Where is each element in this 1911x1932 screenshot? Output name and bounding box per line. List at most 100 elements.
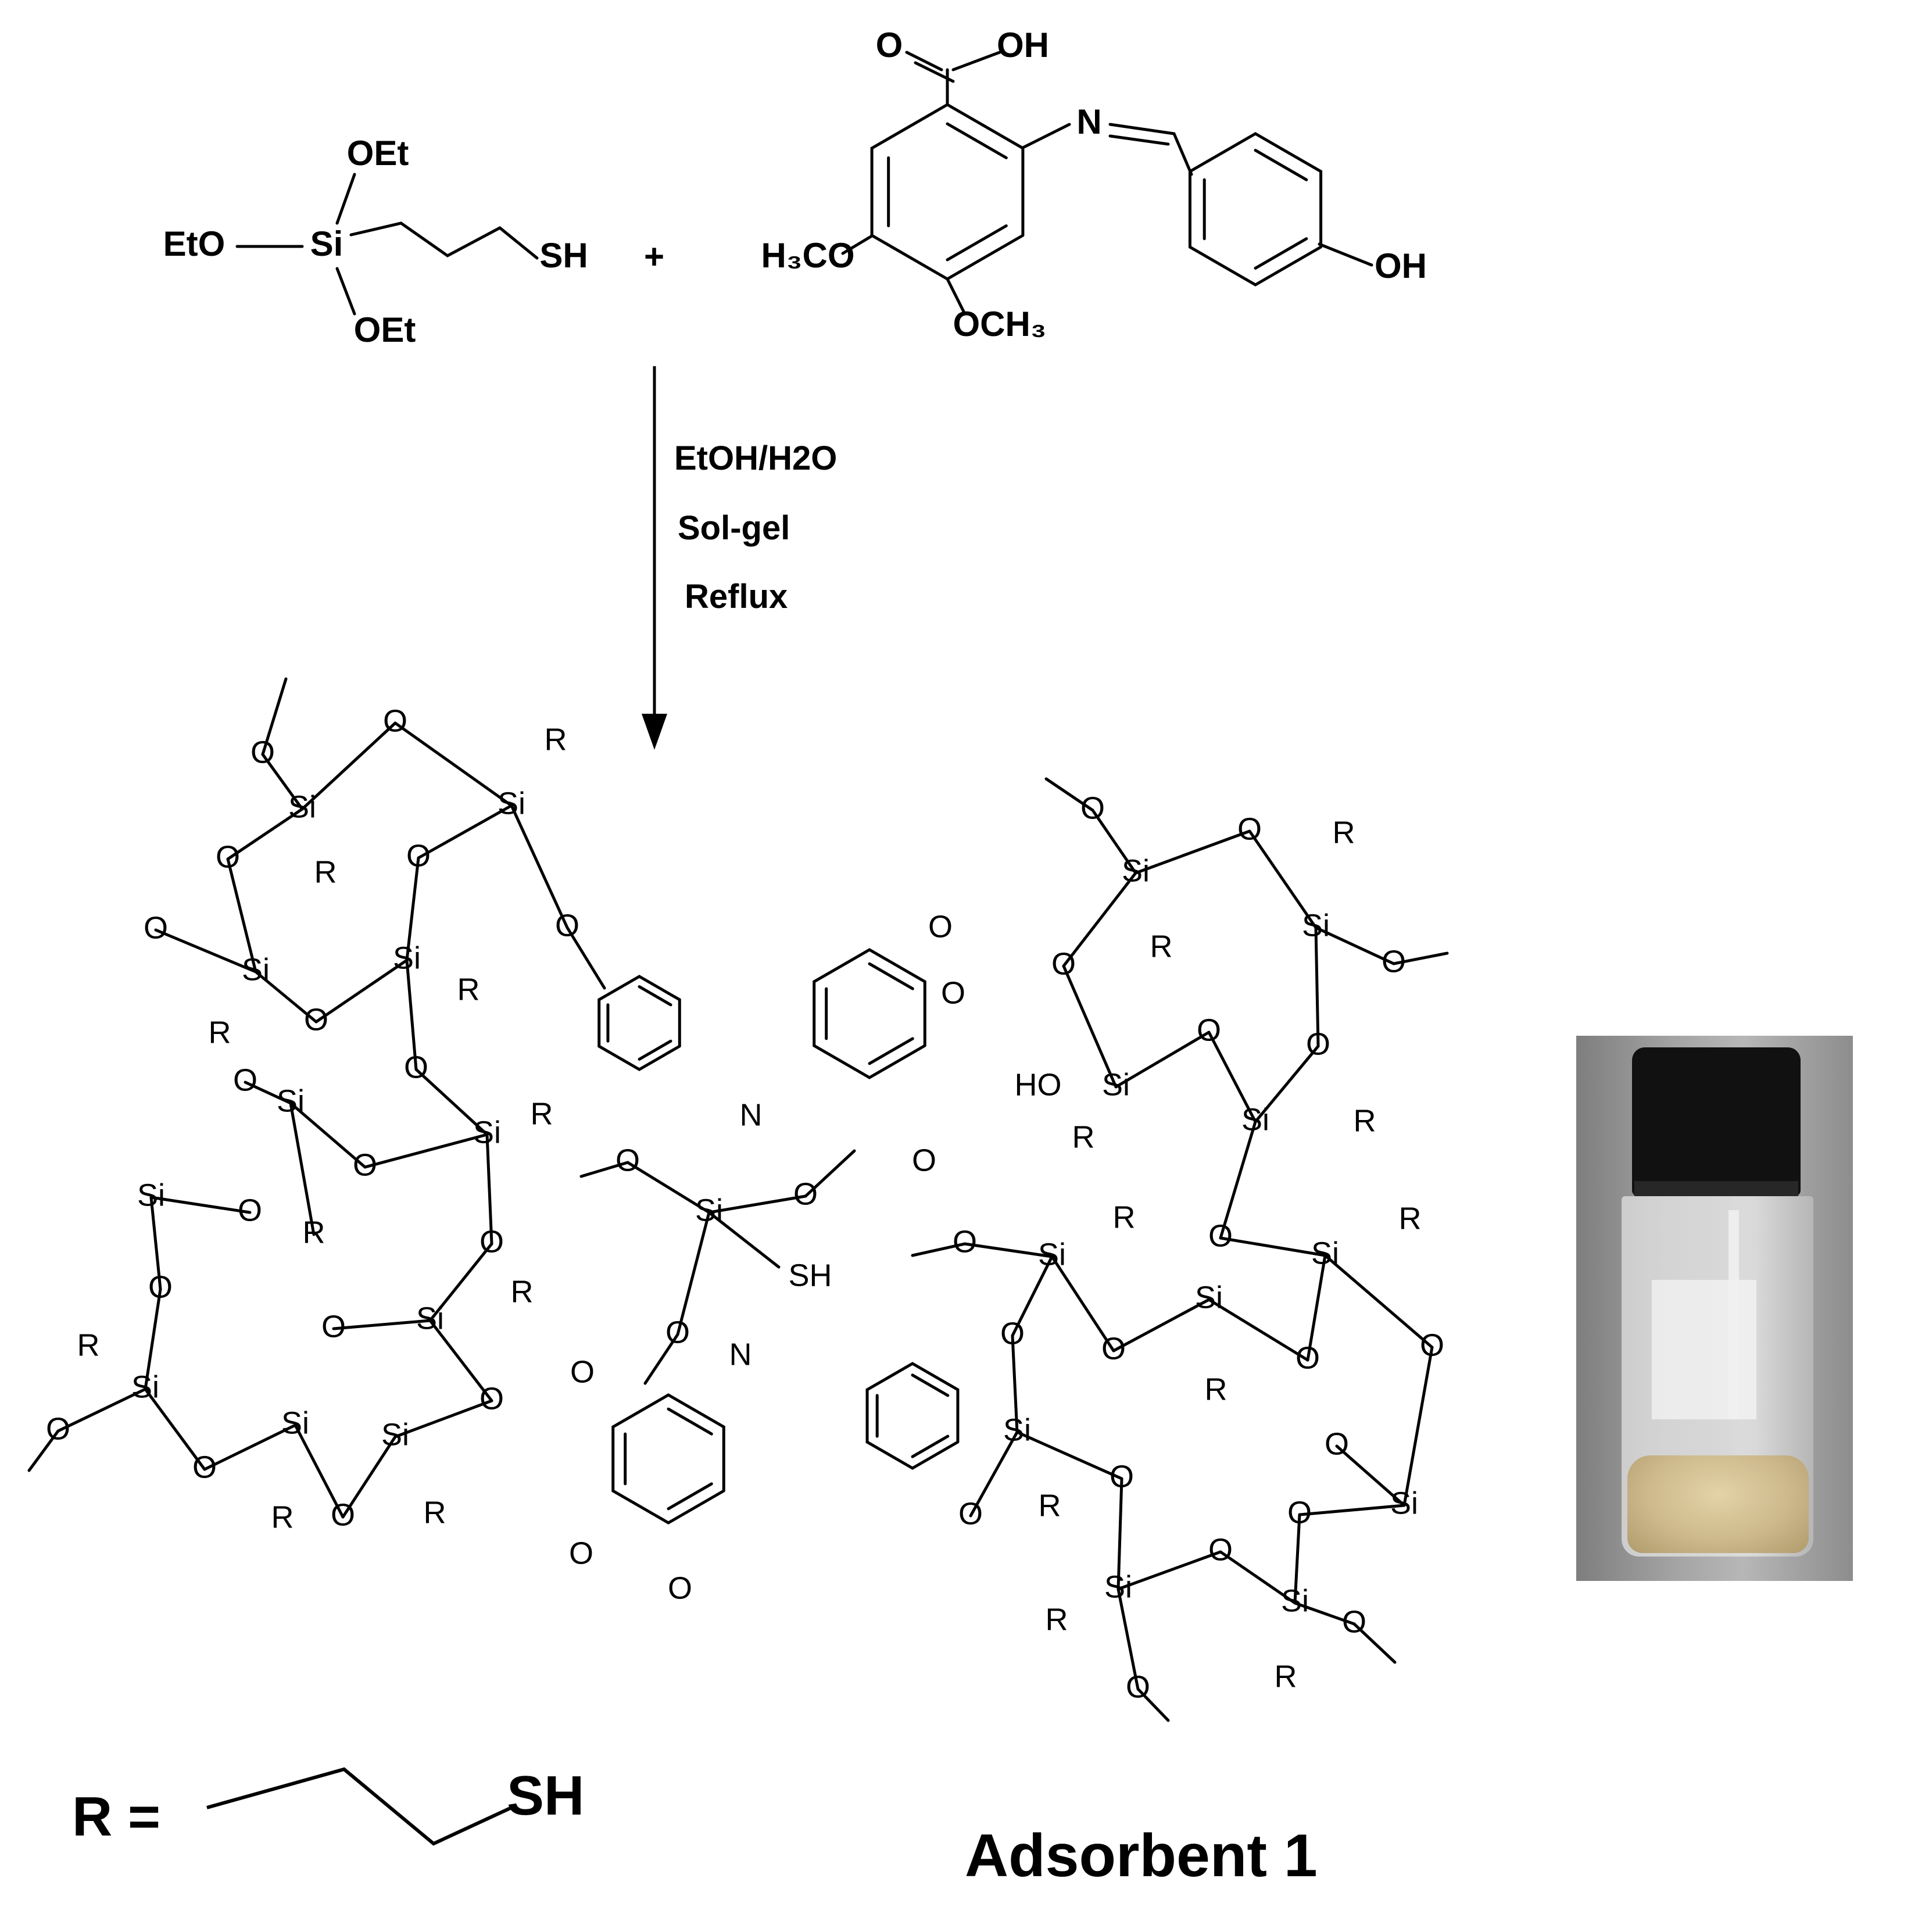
- network-bond-20: [428, 1319, 493, 1403]
- silane-si-atom: Si: [310, 224, 343, 263]
- network-bond-74: [1116, 1587, 1140, 1691]
- phenol-oh-bond: [1318, 242, 1373, 267]
- network-ring-d: [865, 1362, 960, 1470]
- silane-propyl-chain: [349, 221, 539, 260]
- network-o: O: [941, 975, 965, 1010]
- network-r: R: [314, 854, 337, 889]
- network-bond-28: [149, 1196, 252, 1214]
- network-bond-26: [144, 1287, 162, 1391]
- network-bond-38: [707, 1211, 781, 1269]
- silane-oet-top: OEt: [347, 134, 409, 173]
- network-r: R: [457, 972, 480, 1007]
- network-o: O: [479, 1381, 504, 1416]
- network-si: Si: [1195, 1280, 1223, 1315]
- network-o: O: [144, 910, 168, 945]
- network-o: O: [304, 1002, 328, 1037]
- network-bond-6: [226, 807, 304, 861]
- network-bond-10: [314, 958, 409, 1024]
- network-r: R: [545, 722, 567, 757]
- network-bond-58: [1112, 1298, 1211, 1353]
- network-si: Si: [1003, 1412, 1031, 1447]
- network-bond-71: [1335, 1444, 1406, 1507]
- vial-photo: [1576, 1036, 1853, 1581]
- network-si: Si: [242, 952, 270, 987]
- network-o: O: [668, 1570, 692, 1605]
- network-o: O: [46, 1411, 70, 1446]
- network-r: R: [1150, 929, 1173, 964]
- network-bond-25: [144, 1387, 206, 1471]
- network-si: Si: [1390, 1486, 1418, 1520]
- network-o: O: [665, 1315, 690, 1350]
- methoxy-bottom-bond: [946, 277, 967, 316]
- condition-method: Sol-gel: [678, 509, 790, 547]
- network-o: O: [1000, 1316, 1025, 1351]
- network-bond-34: [579, 1161, 629, 1178]
- network-r: R: [1333, 815, 1355, 850]
- r-definition-sh: SH: [507, 1765, 584, 1827]
- product-title: Adsorbent 1: [965, 1822, 1318, 1890]
- network-bond-5: [261, 677, 288, 756]
- network-si: Si: [1104, 1569, 1132, 1604]
- imine-bond: [1108, 123, 1176, 135]
- network-bond-18: [428, 1242, 493, 1322]
- network-o: O: [1382, 944, 1406, 979]
- network-bond-42: [1134, 829, 1251, 875]
- schiff-phenol-ring: [1188, 132, 1323, 287]
- network-r: R: [1113, 1200, 1136, 1235]
- network-o: O: [238, 1193, 262, 1228]
- schiff-phenol-oh: OH: [1375, 246, 1427, 285]
- network-o: O: [233, 1062, 257, 1097]
- network-o: O: [1420, 1328, 1444, 1362]
- network-bond-27: [149, 1196, 162, 1291]
- network-o: O: [570, 1354, 595, 1389]
- network-bond-9: [254, 970, 318, 1024]
- network-bond-72: [1293, 1601, 1356, 1626]
- network-si: Si: [131, 1369, 159, 1404]
- network-bond-23: [294, 1423, 345, 1519]
- network-ho: HO: [1015, 1067, 1062, 1102]
- network-bond-52: [1219, 1120, 1257, 1240]
- network-o: O: [953, 1224, 977, 1259]
- network-bond-49: [1207, 1031, 1257, 1124]
- network-r: R: [424, 1495, 446, 1530]
- network-bond-13: [363, 1133, 489, 1169]
- network-bond-8: [154, 928, 257, 974]
- ring-double-bond: [667, 1407, 713, 1436]
- schiff-methoxy-bottom: OCH₃: [953, 305, 1046, 344]
- network-bond-51: [1254, 1044, 1320, 1124]
- network-bond-31: [510, 804, 569, 929]
- reaction-arrow-head: [642, 714, 667, 750]
- network-o: O: [555, 908, 579, 943]
- silane-bond-top: [335, 173, 356, 225]
- schiff-dimethoxy-ring: [870, 103, 1025, 281]
- network-r: R: [77, 1328, 100, 1362]
- network-o: O: [615, 1143, 640, 1178]
- network-bond-7: [226, 857, 257, 974]
- network-o: O: [1296, 1340, 1320, 1375]
- network-bond-1: [393, 721, 513, 807]
- network-si: Si: [498, 786, 525, 821]
- network-bond-15: [244, 1081, 292, 1105]
- ring-double-bond: [946, 224, 1008, 262]
- network-r: R: [1039, 1488, 1061, 1523]
- network-o: O: [1306, 1026, 1330, 1061]
- condition-reflux: Reflux: [685, 578, 788, 616]
- network-si: Si: [137, 1178, 165, 1212]
- network-bond-73: [1352, 1622, 1397, 1664]
- schiff-acid-oh: OH: [997, 26, 1049, 65]
- network-bond-22: [341, 1435, 397, 1519]
- network-o: O: [1342, 1604, 1366, 1639]
- network-o: O: [404, 1050, 428, 1085]
- network-bond-4: [261, 753, 304, 811]
- network-bond-35: [707, 1194, 807, 1214]
- r-definition-chain: [206, 1767, 513, 1846]
- network-si: Si: [393, 940, 421, 975]
- network-si: Si: [416, 1301, 444, 1336]
- ring-double-bond: [911, 1434, 950, 1458]
- network-si: Si: [1102, 1067, 1130, 1102]
- network-bond-36: [676, 1211, 711, 1336]
- acid-coh-bond: [951, 51, 1001, 71]
- network-o: O: [331, 1497, 355, 1532]
- network-bond-44: [1314, 926, 1395, 965]
